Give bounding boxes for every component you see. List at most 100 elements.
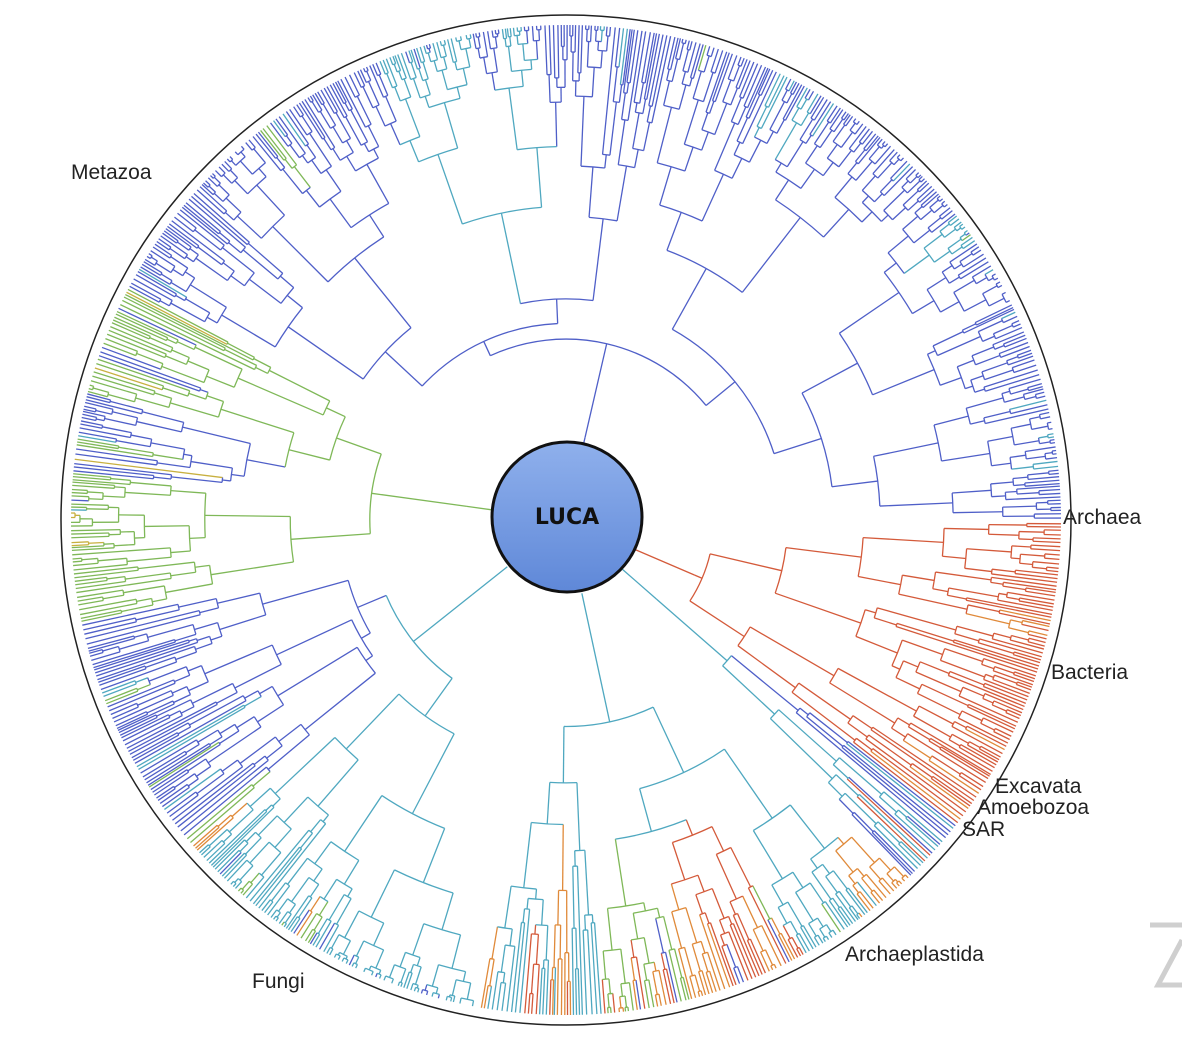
branch — [456, 86, 461, 99]
branch — [809, 101, 832, 135]
branch — [405, 51, 411, 64]
branch — [817, 917, 824, 928]
branch — [881, 141, 886, 145]
branch-arc — [861, 202, 882, 222]
branch — [994, 674, 1018, 684]
branch — [982, 335, 995, 342]
branch — [260, 130, 285, 161]
branch-arc — [490, 47, 498, 50]
branch-arc — [405, 951, 421, 959]
branch — [592, 218, 604, 301]
branch-arc — [248, 880, 253, 885]
branch — [226, 158, 231, 163]
branch-arc — [946, 587, 950, 596]
branch — [491, 971, 499, 1010]
branch-arc — [848, 868, 858, 877]
branch-arc — [260, 214, 285, 239]
branch — [224, 348, 257, 366]
branch — [983, 685, 1027, 704]
branch — [614, 839, 627, 907]
branch-arc — [180, 422, 185, 432]
branch-arc — [1019, 554, 1022, 564]
branch — [425, 990, 429, 996]
branch — [82, 410, 106, 418]
branch — [462, 68, 468, 85]
branch — [336, 437, 382, 455]
branch — [385, 96, 397, 122]
branch — [392, 56, 397, 64]
branch — [678, 84, 687, 110]
branch — [77, 441, 119, 450]
branch — [443, 40, 447, 45]
branch — [947, 215, 958, 224]
branch — [329, 198, 352, 229]
branch — [764, 73, 781, 106]
branch — [698, 971, 707, 996]
branch — [553, 924, 556, 968]
branch — [887, 235, 909, 254]
branch — [154, 392, 172, 399]
branch — [190, 787, 255, 844]
branch — [770, 965, 774, 971]
branch — [221, 759, 238, 772]
branch-arc — [398, 693, 455, 735]
branch — [911, 763, 933, 778]
branch — [544, 25, 548, 75]
branch — [691, 943, 701, 972]
branch-arc — [992, 344, 996, 350]
branch-arc — [212, 175, 216, 179]
branch-arc — [358, 910, 385, 924]
branch — [1019, 597, 1054, 605]
branch — [771, 884, 784, 906]
branch-arc — [613, 101, 620, 104]
branch-arc — [165, 337, 169, 341]
branch — [514, 922, 526, 1013]
branch — [343, 860, 360, 885]
branch-arc — [980, 717, 984, 724]
branch — [695, 894, 704, 914]
branch — [304, 99, 336, 148]
branch — [997, 284, 1003, 289]
tree-branches — [71, 24, 1061, 1016]
branch-arc — [252, 356, 255, 361]
branch — [281, 921, 285, 926]
branch — [584, 343, 608, 438]
branch — [126, 701, 217, 749]
branch — [805, 134, 812, 144]
branch — [722, 665, 776, 715]
branch-arc — [186, 784, 190, 788]
branch-arc — [117, 646, 121, 653]
branch — [939, 207, 951, 217]
branch — [368, 214, 385, 238]
branch — [350, 109, 369, 143]
branch-arc — [94, 408, 97, 413]
branch-arc — [618, 164, 635, 169]
branch-arc — [991, 633, 995, 640]
branch — [78, 599, 104, 606]
branch — [204, 644, 273, 675]
branch-arc — [861, 189, 875, 203]
branch-arc — [185, 357, 190, 365]
branch-arc — [223, 347, 226, 351]
branch — [277, 898, 289, 912]
branch-arc — [124, 576, 127, 582]
branch-arc — [169, 280, 173, 285]
branch — [984, 269, 994, 276]
branch — [161, 365, 205, 384]
branch — [873, 442, 939, 457]
branch — [939, 198, 944, 202]
branch-arc — [134, 680, 137, 685]
branch-arc — [289, 516, 295, 563]
branch — [995, 281, 1001, 285]
branch — [176, 341, 195, 351]
branch — [659, 166, 672, 206]
branch — [633, 31, 647, 103]
branch — [410, 49, 419, 70]
branch-arc — [951, 721, 956, 727]
branch — [736, 913, 750, 940]
branch — [367, 125, 380, 147]
branch-arc — [1011, 323, 1014, 328]
branch — [1052, 449, 1057, 452]
branch-arc — [265, 766, 271, 772]
